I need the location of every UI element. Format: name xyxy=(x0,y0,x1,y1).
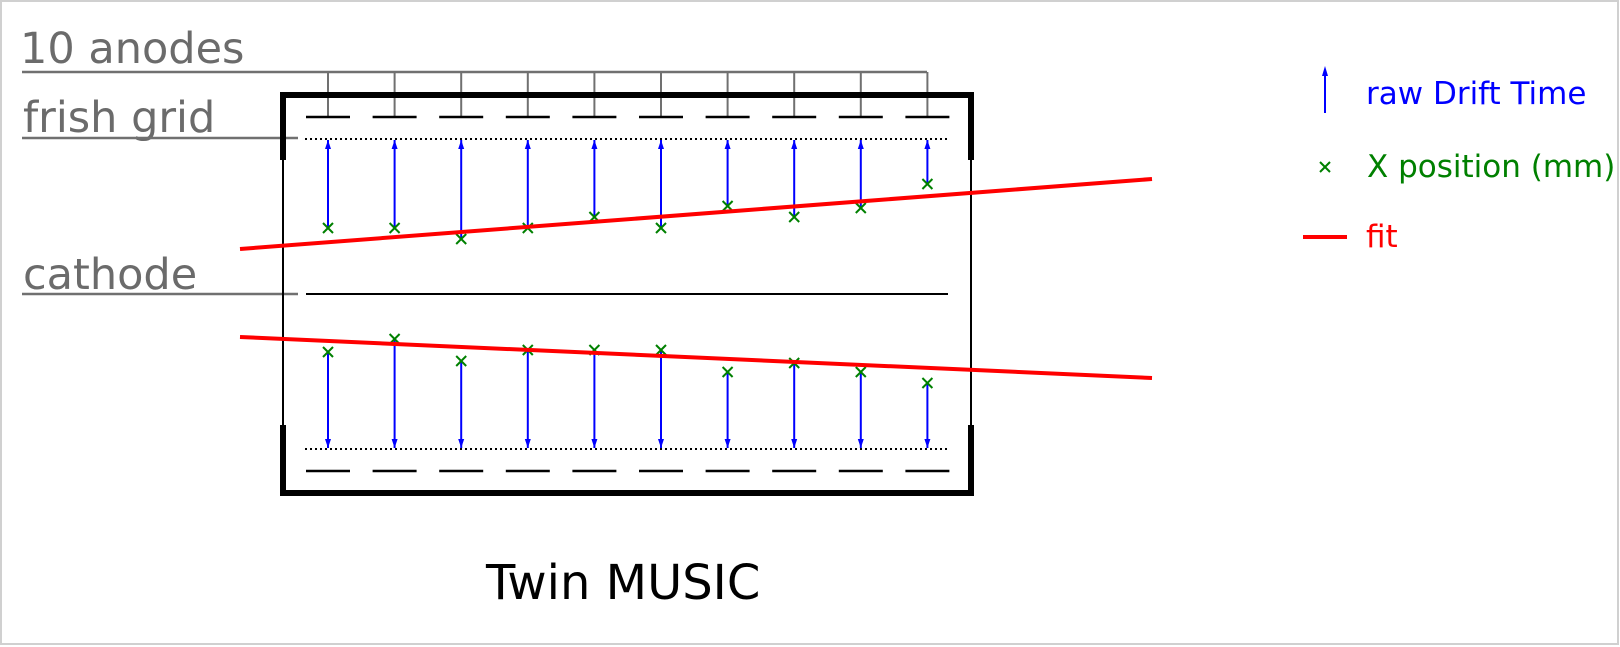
anodes-label: 10 anodes xyxy=(20,24,244,74)
frisch-grid-label: frish grid xyxy=(23,93,215,143)
drift-arrow xyxy=(591,350,598,448)
chamber-frame xyxy=(280,92,974,496)
drift-arrow xyxy=(391,339,398,448)
x-marker xyxy=(455,355,467,367)
drift-arrow xyxy=(724,372,731,448)
drift-arrow xyxy=(791,140,798,217)
anode-segments xyxy=(306,115,950,473)
fit-line-upper xyxy=(239,177,1153,251)
drift-arrow xyxy=(724,140,731,206)
drift-arrow xyxy=(658,350,664,448)
x-marker xyxy=(388,222,401,234)
drift-arrow xyxy=(325,352,331,448)
drift-arrow xyxy=(857,372,864,448)
x-marker xyxy=(921,178,934,190)
drift-arrow xyxy=(458,140,465,239)
legend-item-x-position: X position (mm) xyxy=(1319,149,1615,185)
x-position-markers xyxy=(322,178,934,389)
legend: raw Drift Time X position (mm) fit xyxy=(1303,66,1615,255)
x-marker xyxy=(655,344,667,356)
x-marker-icon xyxy=(1319,161,1331,173)
x-marker xyxy=(655,222,667,234)
x-marker xyxy=(721,366,734,378)
drift-arrow xyxy=(524,140,531,228)
drift-arrow xyxy=(791,363,798,448)
up-arrow-icon xyxy=(1322,66,1328,113)
drift-arrow xyxy=(924,383,931,448)
drift-arrow xyxy=(591,140,598,217)
drift-arrow xyxy=(524,350,531,448)
legend-label-raw-drift-time: raw Drift Time xyxy=(1366,76,1586,112)
cathode-label: cathode xyxy=(23,250,197,300)
x-marker xyxy=(855,202,867,214)
drift-arrow xyxy=(325,140,331,228)
x-marker xyxy=(788,211,800,223)
legend-label-fit: fit xyxy=(1366,219,1398,255)
drift-arrow xyxy=(391,140,398,228)
x-marker xyxy=(855,366,867,378)
legend-item-fit: fit xyxy=(1303,219,1398,255)
drift-arrow xyxy=(924,140,931,184)
legend-item-raw-drift-time: raw Drift Time xyxy=(1322,66,1586,113)
x-marker xyxy=(322,222,334,234)
drift-time-arrows xyxy=(325,140,931,448)
drift-arrow xyxy=(458,361,465,448)
diagram-title: Twin MUSIC xyxy=(485,555,760,611)
x-marker xyxy=(921,377,934,389)
drift-arrow xyxy=(857,140,864,208)
fit-line-lower xyxy=(239,335,1153,380)
chamber-top-frame xyxy=(280,92,974,160)
drift-arrow xyxy=(658,140,664,228)
chamber-bottom-frame xyxy=(280,425,974,496)
legend-label-x-position: X position (mm) xyxy=(1367,149,1615,185)
x-marker xyxy=(455,233,467,245)
x-marker xyxy=(322,346,334,358)
